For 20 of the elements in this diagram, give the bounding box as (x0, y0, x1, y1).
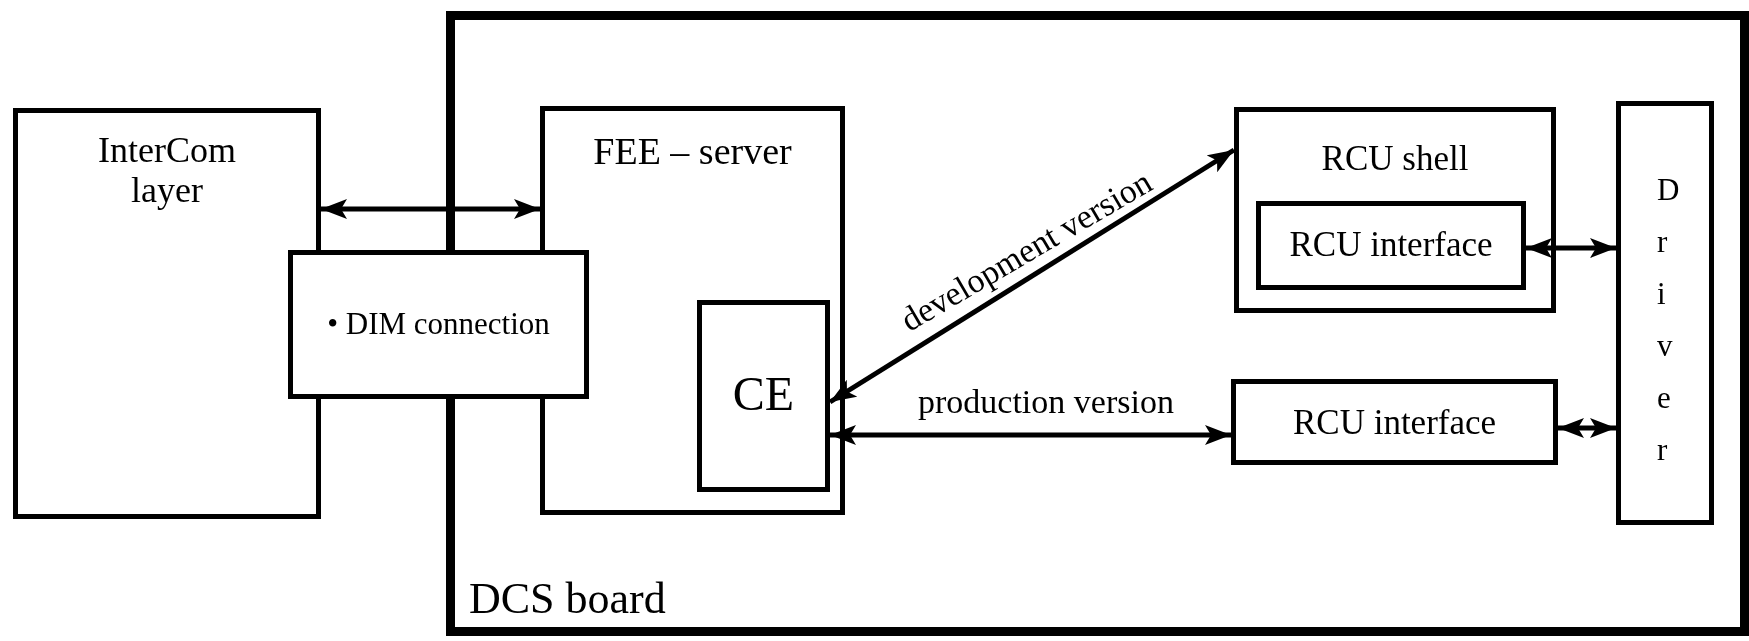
double-arrow (1526, 238, 1616, 258)
driver-box (1616, 101, 1714, 525)
box-label: • DIM connection (326, 307, 551, 342)
double-arrow (830, 425, 1231, 445)
box-title: FEE – server (592, 131, 793, 173)
interface-box (1256, 201, 1526, 290)
vertical-label: Driver (1657, 171, 1688, 469)
box-label: RCU interface (1291, 404, 1498, 443)
box-title: InterCom layer (97, 131, 237, 211)
double-arrow (1558, 418, 1616, 438)
double-arrow (321, 199, 540, 219)
box-label: RCU interface (1288, 226, 1494, 265)
double-arrow (828, 147, 1236, 405)
shell-box (1234, 107, 1556, 313)
board-label: DCS board (469, 574, 666, 623)
process-box (697, 300, 830, 492)
interface-box (1231, 379, 1558, 465)
box-label: CE (731, 368, 796, 421)
connection-box (288, 250, 589, 399)
box-title: RCU shell (1320, 140, 1470, 179)
